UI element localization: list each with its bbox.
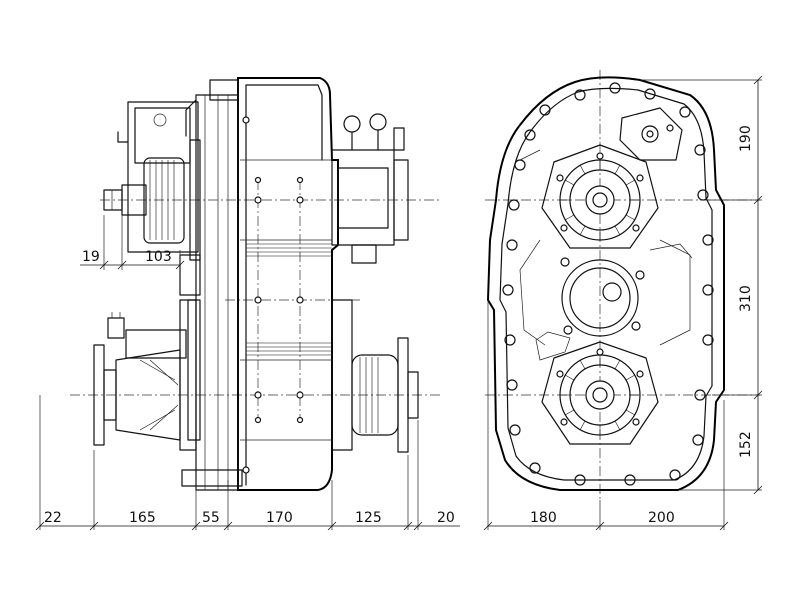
dim-tick [175, 260, 185, 270]
dim-tick [89, 521, 99, 531]
dim-tick [719, 521, 729, 531]
dim-tick [99, 260, 109, 270]
lower-shaft-flange [541, 341, 659, 445]
dim-tick [327, 521, 337, 531]
upper-flange-teeth [560, 160, 640, 240]
front-housing-outline [486, 76, 725, 491]
dim-tick [223, 521, 233, 531]
breather-valves [343, 113, 405, 151]
dim-label-19: 19 [82, 249, 100, 265]
upper-shaft-flange [541, 144, 659, 249]
dim-label-310: 310 [738, 285, 754, 312]
lower-left-output [93, 299, 197, 451]
front-internal-ribs [519, 149, 693, 361]
dim-label-55: 55 [202, 510, 220, 526]
dim-label-170: 170 [266, 510, 293, 526]
side-extension-lines [39, 215, 419, 530]
dim-label-103: 103 [145, 249, 172, 265]
top-cover-plate [619, 107, 683, 161]
lower-flange-teeth [560, 355, 640, 435]
front-bottom-dimension-chain: 180 200 [483, 500, 729, 531]
dim-tick [403, 521, 413, 531]
middle-cover [560, 257, 645, 337]
dim-label-190: 190 [738, 125, 754, 152]
dim-label-152: 152 [738, 431, 754, 458]
dim-tick [191, 521, 201, 531]
dim-label-125: 125 [355, 510, 382, 526]
dim-label-22: 22 [44, 510, 62, 526]
main-housing [237, 77, 339, 491]
dim-label-180: 180 [530, 510, 557, 526]
front-right-dimension-chain: 190 310 152 [738, 75, 763, 495]
housing-bolts [242, 116, 304, 474]
side-bottom-dimension-chain: 22 165 55 170 125 20 [35, 510, 460, 531]
upper-right-gearbox [331, 113, 409, 264]
lower-right-output [331, 299, 419, 453]
dim-tick [753, 75, 763, 85]
input-offset-dimensions: 19 103 [80, 249, 185, 270]
flange-band [179, 79, 243, 491]
front-view: 180 200 190 310 152 [483, 70, 763, 531]
front-perimeter-bolts [502, 82, 714, 486]
upper-input-assembly [103, 101, 199, 253]
front-extension-lines [487, 79, 762, 530]
dim-label-20: 20 [437, 510, 455, 526]
dim-tick [753, 485, 763, 495]
side-view: 22 165 55 170 125 20 19 103 [35, 77, 460, 531]
housing-fins [246, 243, 332, 356]
dim-tick [35, 521, 45, 531]
dim-tick [483, 521, 493, 531]
dim-label-200: 200 [648, 510, 675, 526]
dim-tick [753, 390, 763, 400]
dim-tick [117, 260, 127, 270]
dim-tick [753, 195, 763, 205]
dim-label-165: 165 [129, 510, 156, 526]
